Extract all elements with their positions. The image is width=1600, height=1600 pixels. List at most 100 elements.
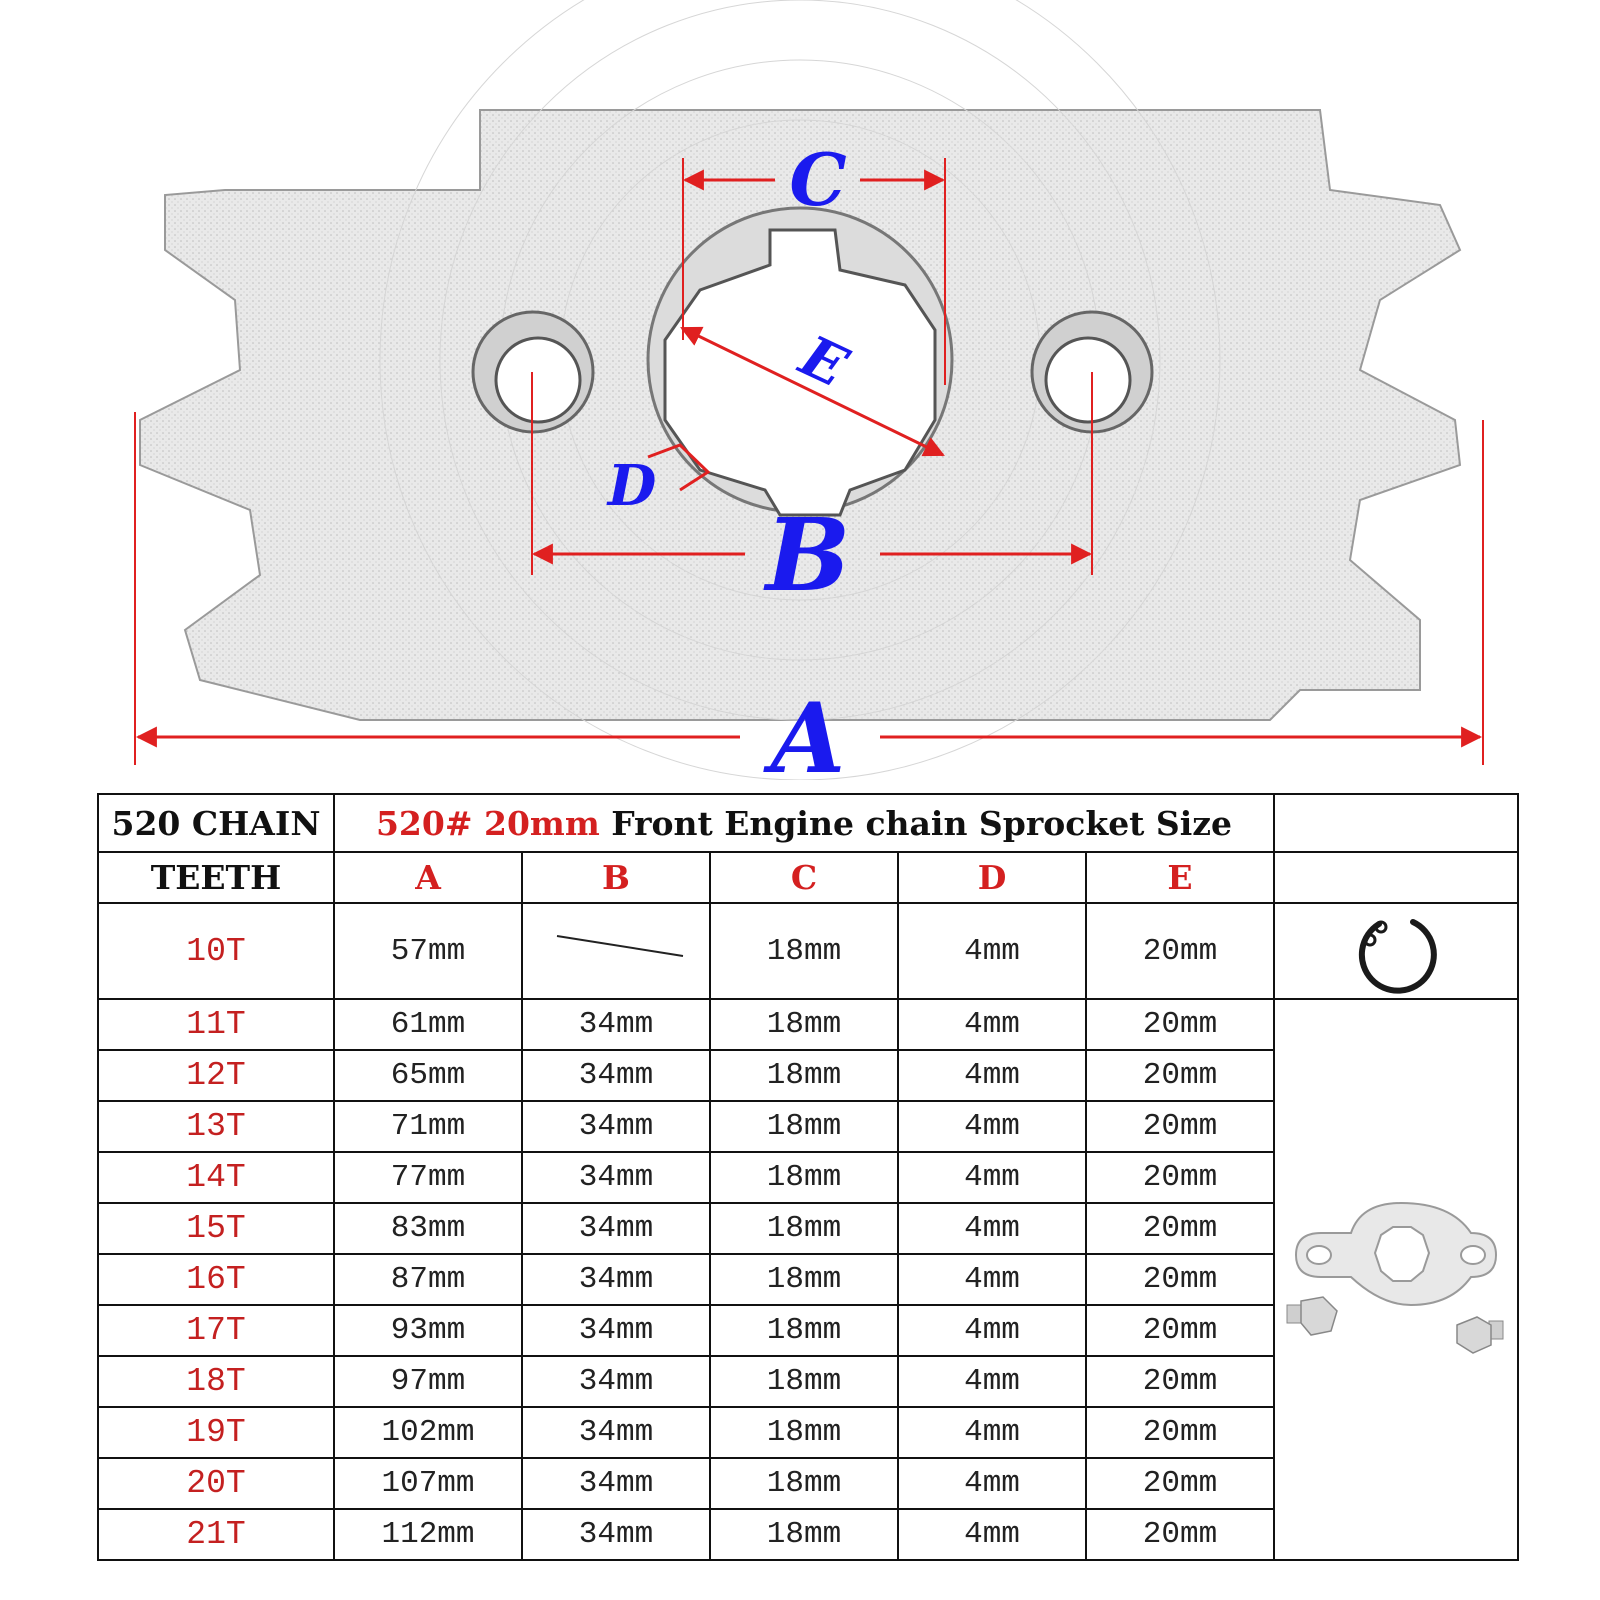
- title-blank-cell: [1273, 793, 1520, 853]
- teeth-cell: 17T: [97, 1304, 335, 1357]
- value-cell-d: 4mm: [897, 1406, 1087, 1459]
- lock-plate-with-bolts-icon: [1286, 1201, 1504, 1354]
- sprocket-size-table: 520 CHAIN 520# 20mm Front Engine chain S…: [97, 793, 1520, 1561]
- teeth-cell: 11T: [97, 998, 335, 1051]
- teeth-cell: 21T: [97, 1508, 335, 1561]
- value-cell-e: 20mm: [1084, 1202, 1276, 1255]
- value-cell-e: 20mm: [1084, 1151, 1276, 1204]
- value-cell-a: 61mm: [333, 998, 523, 1051]
- value-cell-a: 97mm: [333, 1355, 523, 1408]
- sprocket-diagram: C E D B A: [134, 0, 1484, 780]
- value-cell-d: 4mm: [897, 902, 1087, 1000]
- value-cell-b: [521, 902, 711, 1000]
- value-cell-b: 34mm: [521, 1253, 711, 1306]
- col-header-d: D: [897, 851, 1087, 904]
- value-cell-b: 34mm: [521, 1202, 711, 1255]
- teeth-cell: 15T: [97, 1202, 335, 1255]
- value-cell-b: 34mm: [521, 1406, 711, 1459]
- col-header-e: E: [1084, 851, 1276, 904]
- value-cell-e: 20mm: [1084, 1253, 1276, 1306]
- column-header-row: TEETH A B C D E: [97, 851, 1520, 904]
- value-cell-d: 4mm: [897, 1304, 1087, 1357]
- teeth-header: TEETH: [97, 851, 335, 904]
- circlip-cell: [1273, 902, 1520, 1000]
- value-cell-a: 57mm: [333, 902, 523, 1000]
- value-cell-b: 34mm: [521, 1100, 711, 1153]
- teeth-cell: 13T: [97, 1100, 335, 1153]
- value-cell-e: 20mm: [1084, 1406, 1276, 1459]
- value-cell-d: 4mm: [897, 1151, 1087, 1204]
- corner-label: 520 CHAIN: [97, 793, 335, 853]
- teeth-cell: 16T: [97, 1253, 335, 1306]
- value-cell-c: 18mm: [709, 1355, 899, 1408]
- value-cell-b: 34mm: [521, 1304, 711, 1357]
- value-cell-b: 34mm: [521, 1457, 711, 1510]
- value-cell-c: 18mm: [709, 1508, 899, 1561]
- teeth-cell: 20T: [97, 1457, 335, 1510]
- lock-plate-cell: [1273, 998, 1520, 1561]
- header-blank-cell: [1273, 851, 1520, 904]
- circlip-icon: [1358, 919, 1437, 994]
- value-cell-c: 18mm: [709, 1151, 899, 1204]
- value-cell-b: 34mm: [521, 1508, 711, 1561]
- value-cell-b: 34mm: [521, 1355, 711, 1408]
- value-cell-a: 112mm: [333, 1508, 523, 1561]
- value-cell-d: 4mm: [897, 1202, 1087, 1255]
- value-cell-d: 4mm: [897, 1355, 1087, 1408]
- value-cell-d: 4mm: [897, 1100, 1087, 1153]
- dimension-label-d: D: [606, 453, 657, 519]
- value-cell-d: 4mm: [897, 1508, 1087, 1561]
- value-cell-a: 65mm: [333, 1049, 523, 1102]
- value-cell-a: 102mm: [333, 1406, 523, 1459]
- value-cell-a: 77mm: [333, 1151, 523, 1204]
- value-cell-c: 18mm: [709, 1049, 899, 1102]
- value-cell-c: 18mm: [709, 1202, 899, 1255]
- value-cell-d: 4mm: [897, 998, 1087, 1051]
- teeth-cell: 12T: [97, 1049, 335, 1102]
- teeth-cell: 14T: [97, 1151, 335, 1204]
- dimension-a: A: [134, 412, 1484, 780]
- value-cell-d: 4mm: [897, 1457, 1087, 1510]
- value-cell-c: 18mm: [709, 1457, 899, 1510]
- value-cell-c: 18mm: [709, 1304, 899, 1357]
- value-cell-c: 18mm: [709, 1406, 899, 1459]
- dimension-label-c: C: [789, 137, 846, 222]
- value-cell-a: 71mm: [333, 1100, 523, 1153]
- col-header-a: A: [333, 851, 523, 904]
- value-cell-d: 4mm: [897, 1049, 1087, 1102]
- teeth-cell: 10T: [97, 902, 335, 1000]
- dimension-b: B: [531, 372, 1093, 614]
- value-cell-c: 18mm: [709, 1253, 899, 1306]
- dimension-c: C: [682, 137, 946, 385]
- table-title: 520# 20mm Front Engine chain Sprocket Si…: [332, 793, 1276, 853]
- value-cell-e: 20mm: [1084, 1457, 1276, 1510]
- value-cell-c: 18mm: [709, 902, 899, 1000]
- value-cell-e: 20mm: [1084, 1304, 1276, 1357]
- value-cell-b: 34mm: [521, 998, 711, 1051]
- value-cell-a: 107mm: [333, 1457, 523, 1510]
- dimension-d: D: [606, 443, 711, 519]
- title-row: 520 CHAIN 520# 20mm Front Engine chain S…: [97, 793, 1520, 853]
- value-cell-d: 4mm: [897, 1253, 1087, 1306]
- value-cell-e: 20mm: [1084, 1049, 1276, 1102]
- value-cell-e: 20mm: [1084, 1508, 1276, 1561]
- value-cell-a: 83mm: [333, 1202, 523, 1255]
- value-cell-e: 20mm: [1084, 1355, 1276, 1408]
- col-header-b: B: [521, 851, 711, 904]
- value-cell-e: 20mm: [1084, 1100, 1276, 1153]
- table-title-black: Front Engine chain Sprocket Size: [599, 803, 1233, 843]
- value-cell-a: 93mm: [333, 1304, 523, 1357]
- value-cell-e: 20mm: [1084, 902, 1276, 1000]
- value-cell-c: 18mm: [709, 998, 899, 1051]
